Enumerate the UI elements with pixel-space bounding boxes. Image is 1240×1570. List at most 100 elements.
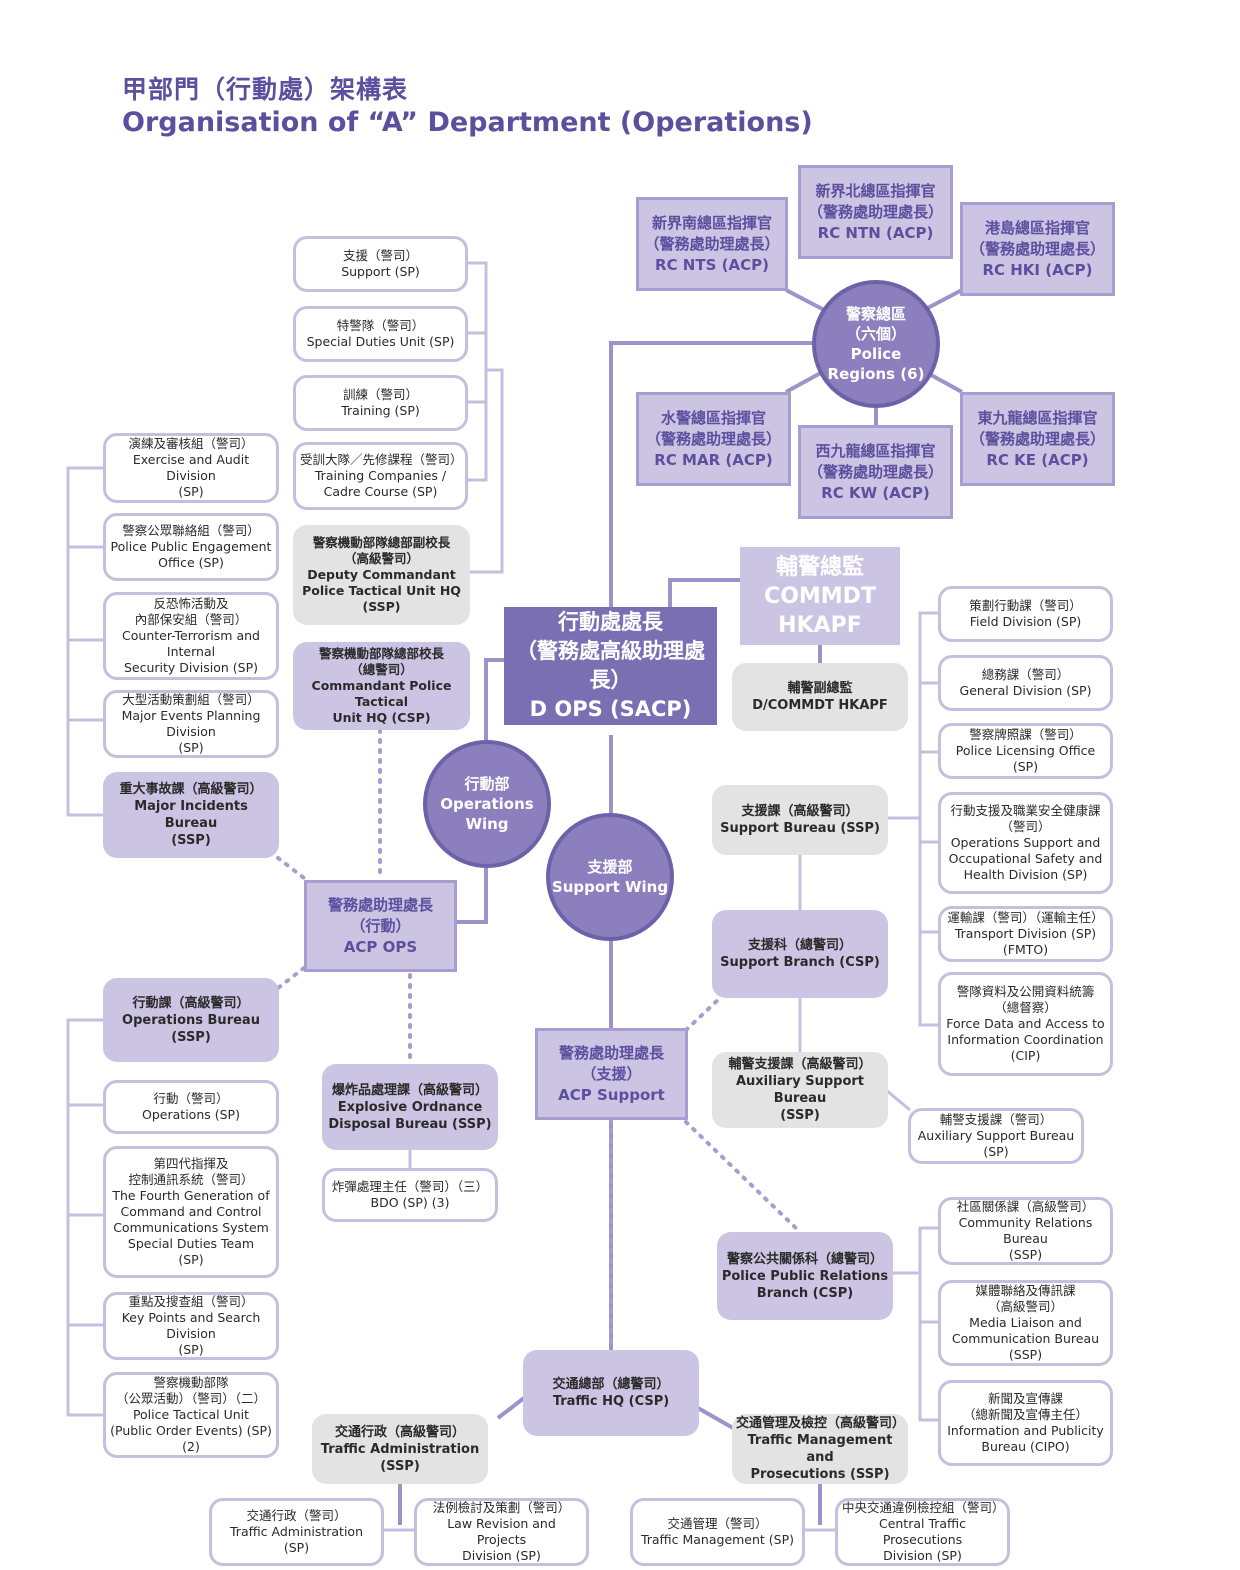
fourth-gen-line-2: 控制通訊系統（警司） <box>128 1172 254 1187</box>
acp-ops-line-2: （行動） <box>350 916 411 935</box>
rc-mar-line-3: RC MAR (ACP) <box>654 450 773 469</box>
dep-ptu-line-5: (SSP) <box>362 599 401 614</box>
operations-sp-line-1: 行動（警司） <box>153 1091 229 1106</box>
field-division-box: 策劃行動課（警司） Field Division (SP) <box>938 586 1113 642</box>
police-licensing-box: 警察牌照課（警司） Police Licensing Office (SP) <box>938 723 1113 779</box>
media-line-2: （高級警司） <box>987 1299 1063 1314</box>
sdu-line-1: 特警隊（警司） <box>336 318 425 333</box>
support-wing-line-2: Support Wing <box>551 878 669 896</box>
force-data-line-5: (CIP) <box>1010 1048 1041 1063</box>
exercise-audit-line-2: Exercise and Audit Division <box>132 452 250 483</box>
eodb-line-3: Disposal Bureau (SSP) <box>328 1116 492 1132</box>
force-data-line-2: （總督察） <box>994 1000 1057 1015</box>
ops-safety-line-5: Health Division (SP) <box>963 867 1088 882</box>
media-line-1: 媒體聯絡及傳訊課 <box>975 1283 1076 1298</box>
deputy-commandant-ptu-box: 警察機動部隊總部副校長 （高級警司） Deputy Commandant Pol… <box>293 525 470 625</box>
field-line-2: Field Division (SP) <box>969 614 1082 629</box>
bdo-box: 炸彈處理主任（警司）（三） BDO (SP) (3) <box>322 1168 498 1222</box>
rc-hki-line-2: （警務處助理處長） <box>969 239 1105 258</box>
traffic-mgmt-ssp-line-2: Traffic Management and <box>747 1433 893 1465</box>
aux-ssp-line-1: 輔警支援課（高級警司） <box>728 1057 872 1072</box>
auxiliary-support-bureau-ssp-box: 輔警支援課（高級警司） Auxiliary Support Bureau (SS… <box>712 1052 888 1128</box>
rc-kw-box: 西九龍總區指揮官 （警務處助理處長） RC KW (ACP) <box>798 425 953 519</box>
cmdt-ptu-line-1: 警察機動部隊總部校長 <box>318 646 444 661</box>
rc-kw-line-3: RC KW (ACP) <box>821 483 930 502</box>
ptu-po-line-4: (Public Order Events) (SP) (2) <box>110 1423 272 1454</box>
training-box: 訓練（警司） Training (SP) <box>293 375 468 431</box>
acp-ops-line-3: ACP OPS <box>343 937 418 956</box>
acp-support-box: 警務處助理處長 （支援） ACP Support <box>535 1028 688 1120</box>
rc-ke-box: 東九龍總區指揮官 （警務處助理處長） RC KE (ACP) <box>960 392 1115 486</box>
law-revision-line-2: Law Revision and Projects <box>447 1516 556 1547</box>
info-line-1: 新聞及宣傳課 <box>987 1391 1063 1406</box>
rc-nts-line-1: 新界南總區指揮官 <box>651 213 772 232</box>
mib-line-3: (SSP) <box>171 833 211 848</box>
transport-line-1: 運輸課（警司）（運輸主任） <box>947 910 1104 925</box>
commandant-line-3: HKAPF <box>778 612 862 638</box>
eodb-line-1: 爆炸品處理課（高級警司） <box>331 1082 488 1098</box>
rc-hki-box: 港島總區指揮官 （警務處助理處長） RC HKI (ACP) <box>960 202 1115 296</box>
ctpd-line-3: Division (SP) <box>883 1548 962 1563</box>
chart-title: 甲部門（行動處）架構表 Organisation of “A” Departme… <box>122 74 813 140</box>
transport-line-2: Transport Division (SP) (FMTO) <box>954 926 1097 957</box>
ops-safety-line-1: 行動支援及職業安全健康課 <box>950 803 1101 818</box>
rc-ntn-line-2: （警務處助理處長） <box>807 202 943 221</box>
bdo-line-1: 炸彈處理主任（警司）（三） <box>331 1179 489 1194</box>
info-line-3: Information and Publicity <box>947 1423 1104 1438</box>
traffic-hq-line-1: 交通總部（總警司） <box>552 1377 670 1392</box>
mib-line-1: 重大事故課（高級警司） <box>119 782 263 797</box>
fourth-gen-line-7: (SP) <box>178 1252 204 1267</box>
ops-wing-line-3: Wing <box>465 815 509 833</box>
rc-mar-box: 水警總區指揮官 （警務處助理處長） RC MAR (ACP) <box>636 392 791 486</box>
force-data-line-1: 警隊資料及公開資料統籌 <box>956 984 1095 999</box>
acp-support-line-3: ACP Support <box>558 1085 665 1104</box>
director-operations-box: 行動處處長 （警務處高級助理處長） D OPS (SACP) <box>504 607 717 725</box>
key-points-line-1: 重點及搜查組（警司） <box>128 1294 254 1309</box>
training-line-1: 訓練（警司） <box>342 387 418 402</box>
aux-ssp-line-2: Auxiliary Support Bureau <box>735 1074 865 1106</box>
rc-hki-line-3: RC HKI (ACP) <box>982 260 1093 279</box>
community-relations-box: 社區關係課（高級警司） Community Relations Bureau (… <box>938 1197 1113 1265</box>
traffic-hq-box: 交通總部（總警司） Traffic HQ (CSP) <box>523 1350 699 1436</box>
commandant-line-2: COMMDT <box>764 583 876 609</box>
operations-bureau-box: 行動課（高級警司） Operations Bureau (SSP) <box>103 978 279 1062</box>
regions-line-4: Regions (6) <box>827 365 925 383</box>
deputy-commandant-hkapf-box: 輔警副總監 D/COMMDT HKAPF <box>732 663 908 731</box>
training-companies-line-2: Training Companies / <box>314 468 447 483</box>
auxiliary-support-bureau-sp-box: 輔警支援課（警司） Auxiliary Support Bureau (SP) <box>908 1108 1084 1164</box>
traffic-admin-sp-line-1: 交通行政（警司） <box>246 1508 347 1523</box>
general-line-2: General Division (SP) <box>959 683 1092 698</box>
ops-bureau-line-2: Operations Bureau (SSP) <box>122 1012 260 1045</box>
traffic-mgmt-ssp-line-3: Prosecutions (SSP) <box>750 1467 890 1482</box>
acp-support-line-1: 警務處助理處長 <box>558 1043 664 1062</box>
support-bureau-box: 支援課（高級警司） Support Bureau (SSP) <box>712 785 888 855</box>
fourth-gen-line-5: Communications System <box>113 1220 269 1235</box>
fourth-gen-line-3: The Fourth Generation of <box>112 1188 270 1203</box>
cmdt-ptu-line-4: Unit HQ (CSP) <box>332 710 431 725</box>
commandant-hkapf-box: 輔警總監 COMMDT HKAPF <box>740 547 900 645</box>
rc-hki-line-1: 港島總區指揮官 <box>984 218 1090 237</box>
traffic-management-ssp-box: 交通管理及檢控（高級警司） Traffic Management and Pro… <box>732 1414 908 1484</box>
pprb-line-1: 警察公共關係科（總警司） <box>726 1251 883 1267</box>
crb-line-2: Community Relations Bureau <box>958 1215 1093 1246</box>
pprb-line-2: Police Public Relations <box>721 1268 889 1284</box>
media-line-3: Media Liaison and <box>969 1315 1082 1330</box>
field-line-1: 策劃行動課（警司） <box>969 598 1082 613</box>
information-publicity-box: 新聞及宣傳課 （總新聞及宣傳主任） Information and Public… <box>938 1380 1113 1466</box>
ppeo-box: 警察公眾聯絡組（警司） Police Public Engagement Off… <box>103 513 279 581</box>
rc-ke-line-2: （警務處助理處長） <box>969 429 1105 448</box>
ctisd-line-1: 反恐怖活動及 <box>153 596 229 611</box>
ops-bureau-line-1: 行動課（高級警司） <box>132 995 250 1011</box>
dep-ptu-line-4: Police Tactical Unit HQ <box>302 583 461 598</box>
ptu-po-line-3: Police Tactical Unit <box>132 1407 250 1422</box>
training-companies-box: 受訓大隊／先修課程（警司） Training Companies / Cadre… <box>293 442 468 510</box>
key-points-box: 重點及搜查組（警司） Key Points and Search Divisio… <box>103 1292 279 1360</box>
aux-ssp-line-3: (SSP) <box>780 1108 820 1123</box>
exercise-audit-box: 演練及審核組（警司） Exercise and Audit Division (… <box>103 433 279 503</box>
law-revision-line-3: Division (SP) <box>462 1548 541 1563</box>
major-events-box: 大型活動策劃組（警司） Major Events Planning Divisi… <box>103 690 279 758</box>
cmdt-ptu-line-2: （總警司） <box>350 662 413 677</box>
ctisd-line-4: Security Division (SP) <box>123 660 259 675</box>
rc-nts-line-2: （警務處助理處長） <box>644 234 780 253</box>
training-line-2: Training (SP) <box>341 403 420 418</box>
